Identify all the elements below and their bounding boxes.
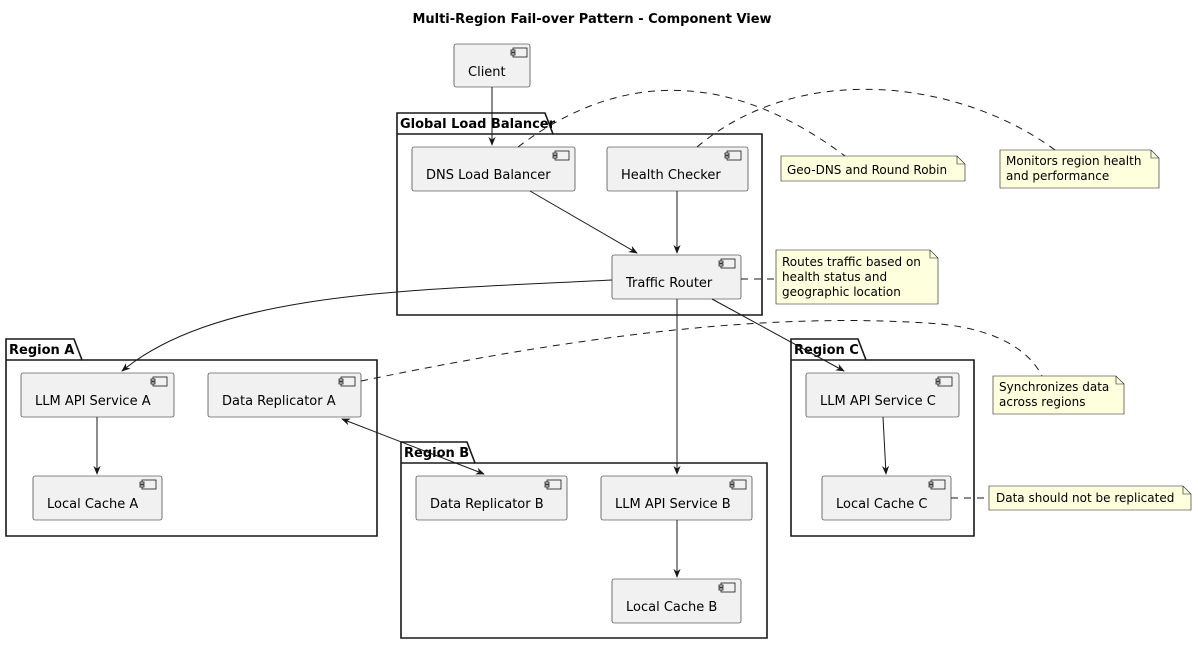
note-routes: Routes traffic based on health status an… bbox=[775, 249, 939, 305]
package-label: Region C bbox=[794, 343, 859, 358]
component-label: Health Checker bbox=[621, 168, 721, 183]
package-region-c: Region C bbox=[790, 338, 975, 537]
component-local-cache-a: Local Cache A bbox=[32, 475, 163, 521]
note-synchronizes: Synchronizes data across regions bbox=[992, 375, 1125, 415]
component-local-cache-b: Local Cache B bbox=[611, 578, 742, 624]
package-label: Global Load Balancer bbox=[400, 117, 556, 132]
arrow-router-to-llm-c bbox=[711, 298, 845, 372]
component-health-checker: Health Checker bbox=[606, 146, 749, 192]
component-llm-api-service-a: LLM API Service A bbox=[20, 372, 175, 418]
component-llm-api-service-c: LLM API Service C bbox=[805, 372, 960, 418]
component-icon bbox=[544, 479, 562, 490]
arrow-dns-to-router bbox=[529, 190, 638, 254]
component-llm-api-service-b: LLM API Service B bbox=[600, 475, 753, 521]
component-icon bbox=[150, 376, 168, 387]
component-label: LLM API Service B bbox=[615, 497, 731, 512]
package-region-a: Region A bbox=[5, 338, 378, 537]
component-label: LLM API Service A bbox=[35, 394, 151, 409]
component-label: Traffic Router bbox=[625, 276, 713, 291]
component-icon bbox=[338, 376, 356, 387]
package-global-load-balancer: Global Load Balancer bbox=[396, 112, 763, 316]
arrow-replicator-a-replicator-b bbox=[341, 418, 485, 475]
component-label: Local Cache C bbox=[836, 497, 927, 512]
note-text: Monitors region health and performance bbox=[1006, 154, 1145, 183]
note-no-replication: Data should not be replicated bbox=[988, 485, 1192, 511]
component-icon bbox=[718, 582, 736, 593]
component-icon bbox=[552, 150, 570, 161]
component-label: LLM API Service C bbox=[820, 394, 936, 409]
component-label: Local Cache A bbox=[47, 497, 138, 512]
component-client: Client bbox=[453, 43, 531, 88]
note-text: Data should not be replicated bbox=[996, 491, 1174, 505]
component-dns-load-balancer: DNS Load Balancer bbox=[411, 146, 576, 192]
note-text: Routes traffic based on health status an… bbox=[782, 255, 925, 299]
component-data-replicator-b: Data Replicator B bbox=[415, 475, 568, 521]
component-icon bbox=[139, 479, 157, 490]
component-traffic-router: Traffic Router bbox=[611, 254, 742, 300]
component-local-cache-c: Local Cache C bbox=[821, 475, 952, 521]
component-label: Client bbox=[468, 65, 506, 80]
arrow-llm-c-to-cache-c bbox=[881, 416, 890, 475]
note-text: Synchronizes data across regions bbox=[999, 380, 1113, 409]
component-label: DNS Load Balancer bbox=[426, 168, 551, 183]
component-icon bbox=[729, 479, 747, 490]
component-label: Local Cache B bbox=[626, 600, 717, 615]
note-connectors bbox=[360, 88, 1056, 499]
component-icon bbox=[510, 47, 528, 58]
diagram-title: Multi-Region Fail-over Pattern - Compone… bbox=[412, 12, 771, 27]
component-icon bbox=[724, 150, 742, 161]
package-label: Region A bbox=[9, 343, 74, 358]
package-label: Region B bbox=[404, 446, 469, 461]
note-text: Geo-DNS and Round Robin bbox=[787, 163, 947, 177]
note-monitors: Monitors region health and performance bbox=[999, 149, 1160, 189]
component-icon bbox=[718, 258, 736, 269]
note-geo-dns: Geo-DNS and Round Robin bbox=[780, 155, 966, 182]
arrow-router-to-llm-a bbox=[121, 279, 613, 372]
component-icon bbox=[928, 479, 946, 490]
component-label: Data Replicator B bbox=[430, 497, 544, 512]
component-icon bbox=[935, 376, 953, 387]
component-label: Data Replicator A bbox=[222, 394, 336, 409]
component-data-replicator-a: Data Replicator A bbox=[207, 372, 362, 418]
